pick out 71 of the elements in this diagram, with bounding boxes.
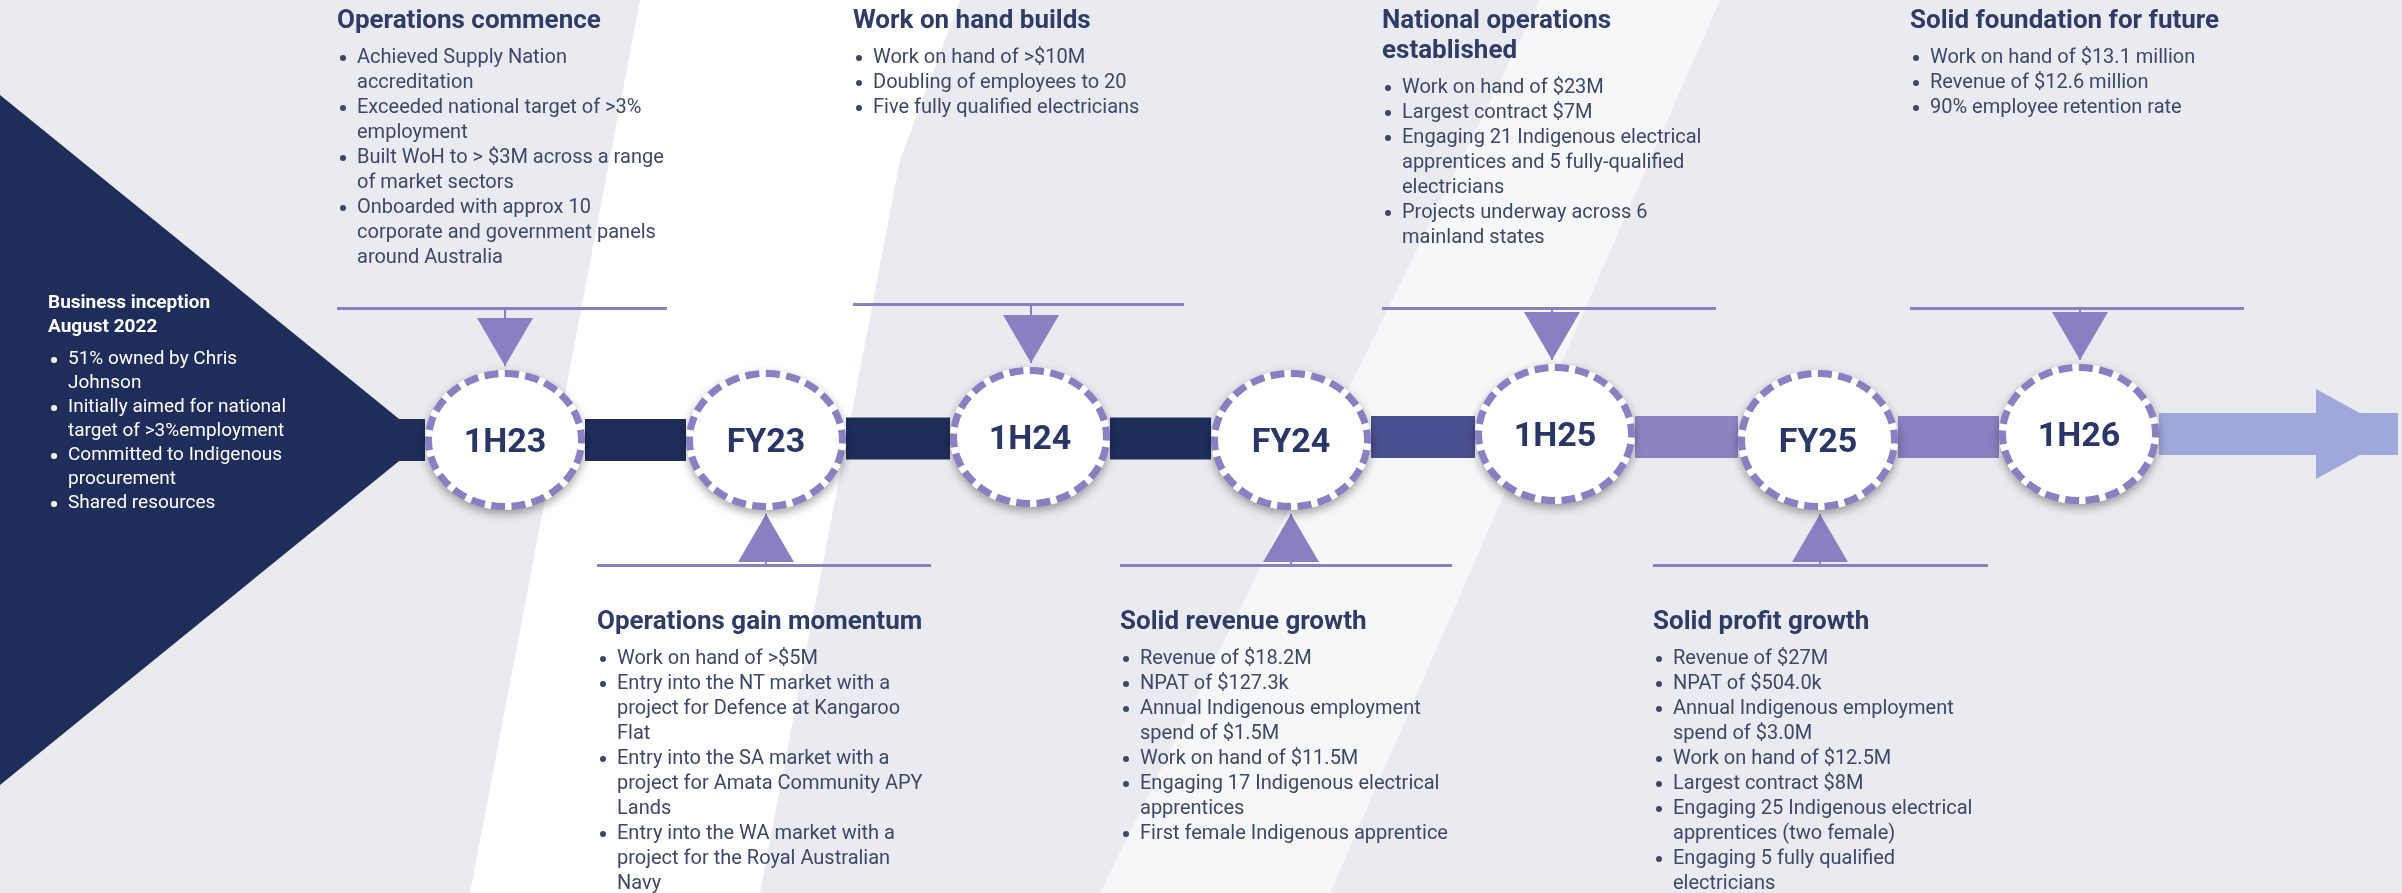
milestone-heading: National operations established bbox=[1382, 4, 1613, 64]
milestone-circle bbox=[1211, 370, 1371, 510]
period-label: FY23 bbox=[726, 420, 806, 460]
period-label: 1H23 bbox=[463, 420, 547, 460]
bullet-text: Doubling of employees to 20 bbox=[873, 69, 1127, 93]
bullet-text: Work on hand of $23M bbox=[1402, 74, 1604, 98]
pointer-arrow bbox=[1792, 513, 1848, 565]
timeline-bar bbox=[2159, 389, 2398, 479]
period-label: 1H26 bbox=[2037, 414, 2121, 454]
bullet-text: Engaging 21 Indigenous electrical apprentices and 5 fully-qualified electricians bbox=[1402, 124, 1702, 198]
bullet-text: Engaging 17 Indigenous electrical apprentices bbox=[1140, 770, 1440, 819]
milestone-heading: Operations commence bbox=[337, 4, 602, 34]
period-label: FY24 bbox=[1251, 420, 1331, 460]
bullet-text: Largest contract $7M bbox=[1402, 99, 1593, 123]
bullet-text: Engaging 5 fully qualified electricians bbox=[1673, 845, 1896, 893]
bullet-text: Revenue of $27M bbox=[1673, 645, 1829, 669]
bullet-text: Entry into the NT market with a project for Defence at Kangaroo Flat bbox=[617, 670, 901, 744]
bullet-text: Achieved Supply Nation accreditation bbox=[357, 44, 567, 93]
milestone-circle bbox=[1738, 370, 1898, 510]
milestone-heading: Operations gain momentum bbox=[597, 605, 924, 635]
period-label: 1H25 bbox=[1513, 414, 1597, 454]
bullet-text: Engaging 25 Indigenous electrical apprentices (two female) bbox=[1673, 795, 1973, 844]
bullet-text: Revenue of $18.2M bbox=[1140, 645, 1312, 669]
bullet-text: Work on hand of $11.5M bbox=[1140, 745, 1359, 769]
pointer-arrow bbox=[477, 309, 533, 367]
bullet-text: NPAT of $504.0k bbox=[1673, 670, 1822, 694]
bullet-text: 51% owned by Chris Johnson bbox=[68, 346, 238, 393]
bullet-text: Shared resources bbox=[68, 490, 216, 513]
pointer-arrow bbox=[1263, 513, 1319, 565]
timeline-bar bbox=[1635, 416, 1738, 458]
milestone-heading: Work on hand builds bbox=[853, 4, 1092, 34]
bullet-text: Onboarded with approx 10 corporate and government panels around Australia bbox=[357, 194, 656, 268]
bullet-text: First female Indigenous apprentice bbox=[1140, 820, 1448, 844]
milestone-circle bbox=[1999, 364, 2159, 504]
milestone-block bbox=[597, 564, 931, 893]
bullet-text: Committed to Indigenous procurement bbox=[68, 442, 282, 489]
bullet-text: Work on hand of $12.5M bbox=[1673, 745, 1892, 769]
bullet-text: Revenue of $12.6 million bbox=[1930, 69, 2149, 93]
bullet-text: Projects underway across 6 mainland states bbox=[1402, 199, 1648, 248]
milestone-circle bbox=[425, 370, 585, 510]
bullet-text: Largest contract $8M bbox=[1673, 770, 1864, 794]
bullet-text: Exceeded national target of >3% employment bbox=[357, 94, 642, 143]
bullet-text: Entry into the SA market with a project for Amata Community APY Lands bbox=[617, 745, 923, 819]
milestone-circle bbox=[950, 367, 1110, 507]
bullet-text: Work on hand of >$5M bbox=[617, 645, 819, 669]
period-label: 1H24 bbox=[988, 417, 1072, 457]
pointer-arrow bbox=[1524, 309, 1580, 361]
bullet-text: Annual Indigenous employment spend of $3.0M bbox=[1673, 695, 1954, 744]
bullet-text: Five fully qualified electricians bbox=[873, 94, 1140, 118]
milestone-heading: Solid revenue growth bbox=[1120, 605, 1368, 635]
bullet-text: NPAT of $127.3k bbox=[1140, 670, 1289, 694]
milestone-heading: Business inception August 2022 bbox=[48, 290, 212, 338]
bullet-text: Entry into the WA market with a project for the Royal Australian Navy bbox=[617, 820, 895, 893]
pointer-arrow bbox=[738, 513, 794, 565]
timeline-bar bbox=[1898, 416, 1999, 458]
timeline-bar bbox=[1371, 416, 1475, 458]
bullet-text: Initially aimed for national target of >3%employment bbox=[68, 394, 287, 441]
period-label: FY25 bbox=[1778, 420, 1858, 460]
timeline-bar bbox=[1110, 417, 1211, 460]
bullet-text: Annual Indigenous employment spend of $1.5M bbox=[1140, 695, 1421, 744]
bullet-text: Built WoH to > $3M across a range of market sectors bbox=[357, 144, 664, 193]
bullet-text: Work on hand of $13.1 million bbox=[1930, 44, 2196, 68]
pointer-arrow bbox=[2052, 309, 2108, 361]
milestone-circle bbox=[1475, 364, 1635, 504]
bullet-text: 90% employee retention rate bbox=[1930, 94, 2182, 118]
bullet-text: Work on hand of >$10M bbox=[873, 44, 1086, 68]
timeline-bar bbox=[585, 419, 686, 461]
milestone-heading: Solid foundation for future bbox=[1910, 4, 2221, 34]
pointer-arrow bbox=[1003, 305, 1059, 364]
timeline-bar bbox=[846, 417, 950, 460]
milestone-heading: Solid profit growth bbox=[1653, 605, 1871, 635]
